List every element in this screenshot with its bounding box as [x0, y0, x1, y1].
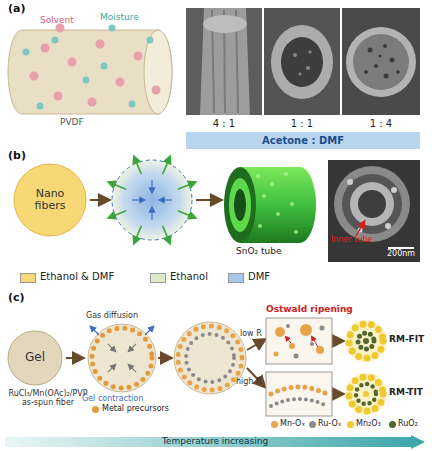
- product-label: RM-TIT: [389, 388, 423, 398]
- legend-text: Metal precursors: [102, 405, 169, 414]
- panel-label: (a): [8, 3, 25, 15]
- condition-label: high R: [236, 378, 262, 387]
- node-text: Temperature increasing: [162, 437, 268, 447]
- legend-text: Ru-Oₓ: [318, 420, 341, 429]
- condition-label: low R: [240, 330, 262, 339]
- legend-swatch: [228, 273, 244, 283]
- component-label: PVDF: [60, 118, 84, 128]
- gel-circle: GelRuCl₃/Mn(OAc)₂/PVP as-spun fiber: [7, 330, 63, 386]
- legend-swatch: [389, 421, 396, 428]
- node-text: RuCl₃/Mn(OAc)₂/PVP as-spun fiber: [7, 390, 89, 408]
- zoom-boxes: [266, 318, 332, 416]
- callout-label: Inner tube: [331, 236, 372, 245]
- sem-image-b: [328, 160, 420, 262]
- legend-text: Mn-Oₓ: [280, 420, 305, 429]
- legend-text: Mn₂O₃: [356, 420, 381, 429]
- scale-bar-label: 200nm: [387, 250, 415, 259]
- node-text: Nano fibers: [22, 188, 78, 212]
- nanofiber-circle: Nano fibers: [13, 163, 87, 237]
- arrow-shape: [5, 435, 425, 449]
- legend-text: DMF: [248, 271, 270, 282]
- temperature-arrow: Temperature increasing: [5, 435, 425, 449]
- component-label: SnO₂ tube: [236, 247, 281, 257]
- legend-swatch: [271, 421, 278, 428]
- legend-swatch: [92, 406, 99, 413]
- legend-text: Ethanol & DMF: [40, 271, 114, 282]
- legend-swatch: [20, 273, 36, 283]
- process-label: Gel contraction: [82, 395, 143, 404]
- sem-images: [186, 8, 420, 115]
- process-label: Gas diffusion: [86, 312, 138, 321]
- contracting-gel: [88, 324, 156, 392]
- legend-text: RuO₂: [398, 420, 418, 429]
- ratio-label: 1 : 1: [291, 118, 313, 129]
- fiber-cylinder: [8, 24, 172, 115]
- ratio-label: 4 : 1: [213, 118, 235, 129]
- component-label: Moisture: [100, 13, 139, 23]
- node-text: Acetone : DMF: [262, 135, 344, 146]
- legend-swatch: [309, 421, 316, 428]
- circle-outline: [8, 331, 62, 385]
- sno2-tube: [224, 167, 316, 243]
- component-label: Solvent: [40, 16, 74, 26]
- evaporation-circle: [110, 158, 195, 243]
- product-spheres: [345, 320, 387, 415]
- process-label: Ostwald ripening: [266, 305, 353, 315]
- panel-label: (c): [8, 292, 25, 304]
- ratio-label: 1 : 4: [370, 118, 392, 129]
- legend-swatch: [150, 273, 166, 283]
- legend-text: Ethanol: [170, 271, 208, 282]
- product-label: RM-FIT: [389, 335, 424, 345]
- circle-outline: [14, 164, 86, 236]
- solvent-ratio-band: Acetone : DMF: [186, 132, 420, 149]
- legend-swatch: [347, 421, 354, 428]
- panel-label: (b): [8, 150, 26, 162]
- node-text: Gel: [25, 351, 45, 364]
- shell-formation: [174, 322, 246, 394]
